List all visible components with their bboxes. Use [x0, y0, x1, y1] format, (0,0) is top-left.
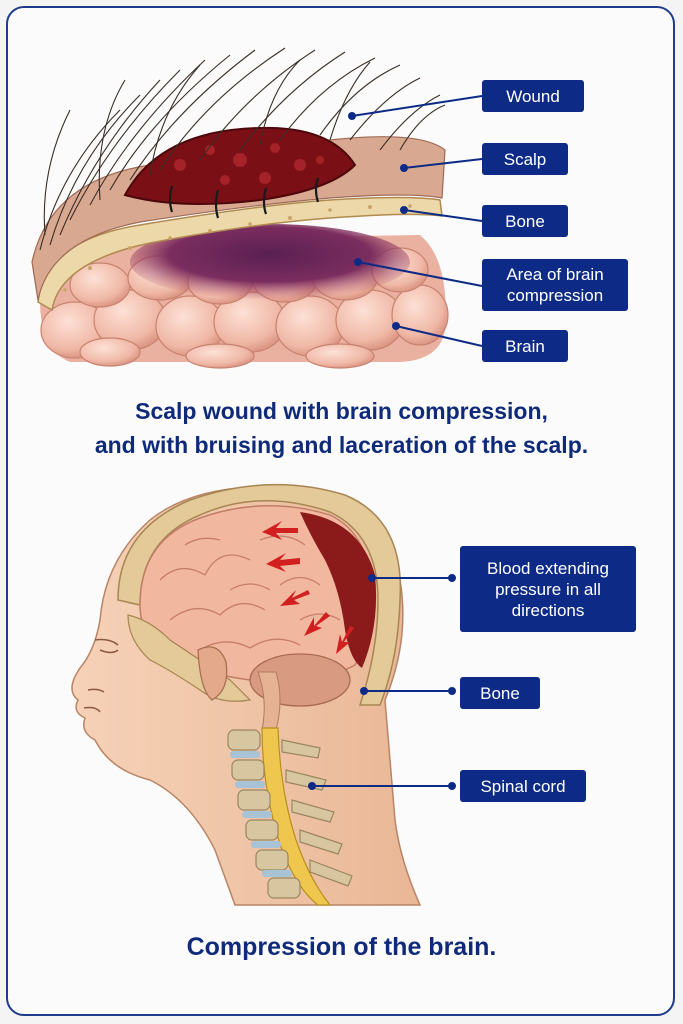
callout-dot-icon: [448, 687, 456, 695]
brain-tissue: [40, 224, 449, 369]
callout-dot-icon: [392, 322, 400, 330]
pressure-arrow-icon: [336, 626, 354, 654]
bottom-callout-lines: [312, 577, 452, 787]
label-bone-bottom: Bone: [460, 677, 540, 709]
callout-dot-icon: [448, 574, 456, 582]
compression-bruise: [130, 224, 410, 300]
top-callout-dots: [348, 112, 408, 330]
label-wound: Wound: [482, 80, 584, 112]
callout-dot-icon: [400, 164, 408, 172]
pressure-arrow-icon: [262, 521, 298, 540]
caption-top-line1: Scalp wound with brain compression,: [135, 398, 548, 424]
bone-layer: [37, 196, 443, 312]
ear: [197, 646, 228, 701]
caption-top: Scalp wound with brain compression, and …: [20, 394, 663, 462]
blood-hematoma: [300, 512, 377, 668]
scalp-cross-section: [31, 47, 449, 369]
callout-dot-icon: [354, 258, 362, 266]
brain-gyri: [159, 535, 341, 651]
callout-dot-icon: [400, 206, 408, 214]
bone-pores: [63, 204, 412, 292]
face-features: [83, 638, 119, 713]
pressure-arrow-icon: [266, 553, 300, 572]
label-brain-compression: Area of brain compression: [482, 259, 628, 311]
pressure-arrows: [262, 521, 354, 654]
label-blood-pressure: Blood extending pressure in all directio…: [460, 546, 636, 632]
callout-dot-icon: [360, 687, 368, 695]
label-spinal-cord: Spinal cord: [460, 770, 586, 802]
caption-bottom: Compression of the brain.: [186, 933, 497, 961]
label-brain: Brain: [482, 330, 568, 362]
callout-dot-icon: [448, 782, 456, 790]
head-sagittal-view: [71, 483, 422, 906]
pressure-arrow-icon: [304, 612, 330, 636]
label-bone-top: Bone: [482, 205, 568, 237]
sutures: [168, 177, 320, 219]
pressure-arrow-icon: [280, 590, 310, 606]
intervertebral-discs: [230, 751, 292, 877]
bottom-callout-dots: [308, 574, 456, 790]
top-callout-lines: [351, 95, 483, 347]
wound-texture: [174, 143, 324, 185]
callout-dot-icon: [308, 782, 316, 790]
vertebrae: [227, 729, 353, 899]
callout-dot-icon: [348, 112, 356, 120]
skull-bone: [117, 483, 402, 706]
caption-top-line2: and with bruising and laceration of the …: [94, 432, 589, 458]
callout-dot-icon: [368, 574, 376, 582]
hair: [39, 47, 446, 251]
label-scalp: Scalp: [482, 143, 568, 175]
